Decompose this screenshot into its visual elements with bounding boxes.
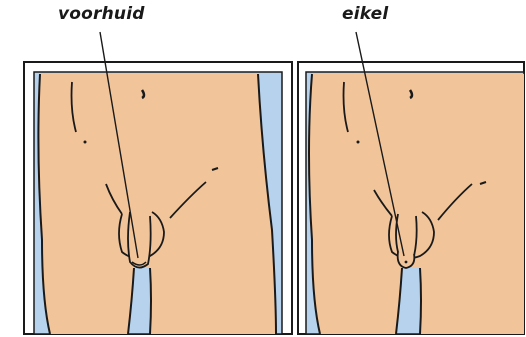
left-torso: [38, 74, 276, 334]
right-panel: [298, 32, 524, 334]
right-mark-1: [357, 141, 360, 144]
right-inner-thigh-r: [420, 268, 421, 334]
right-glans: [398, 252, 415, 268]
left-mark-1: [84, 141, 87, 144]
left-panel: [24, 32, 292, 334]
right-glans-dot: [405, 261, 408, 264]
left-inner-thigh-r: [150, 268, 151, 334]
